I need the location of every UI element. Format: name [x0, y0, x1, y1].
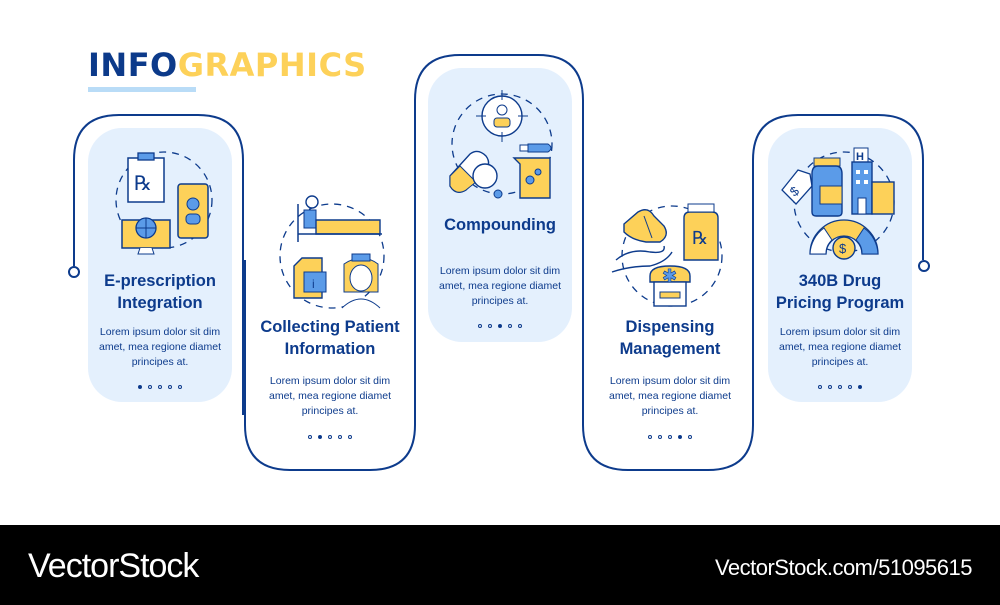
dot-active [498, 324, 502, 328]
dot-active [858, 385, 862, 389]
pagination-dots [428, 324, 572, 328]
dot [838, 385, 842, 389]
compounding-icon [449, 90, 553, 199]
svg-text:H: H [856, 151, 864, 163]
dot [178, 385, 182, 389]
step-heading: Compounding [444, 216, 556, 234]
image-reference: VectorStock.com/51095615 [714, 555, 973, 580]
dot [348, 435, 352, 439]
pagination-dots [258, 435, 402, 439]
dot-active [318, 435, 322, 439]
dot [828, 385, 832, 389]
end-node-icon [918, 260, 930, 272]
title-underline [88, 87, 196, 92]
pagination-dots [88, 385, 232, 389]
svg-text:$: $ [839, 241, 847, 256]
svg-text:℞: ℞ [134, 171, 152, 195]
dot [668, 435, 672, 439]
dot [158, 385, 162, 389]
dot [648, 435, 652, 439]
patient-information-icon: i [279, 195, 385, 309]
dot-active [678, 435, 682, 439]
brand-logo: VectorStock [28, 547, 199, 585]
dot [688, 435, 692, 439]
svg-text:i: i [312, 277, 315, 291]
dot-active [138, 385, 142, 389]
pagination-dots [598, 435, 742, 439]
svg-text:✱: ✱ [662, 266, 677, 286]
svg-text:℞: ℞ [692, 228, 708, 248]
dot [478, 324, 482, 328]
dot [308, 435, 312, 439]
watermark-footer: VectorStock VectorStock.com/51095615 [0, 525, 1000, 605]
dot [658, 435, 662, 439]
pagination-dots [768, 385, 912, 389]
drug-pricing-icon: $ H $ [781, 147, 895, 260]
dot [338, 435, 342, 439]
dot [518, 324, 522, 328]
start-node-icon [68, 266, 80, 278]
dot [508, 324, 512, 328]
dot [488, 324, 492, 328]
dot [168, 385, 172, 389]
dot [328, 435, 332, 439]
dot [148, 385, 152, 389]
e-prescription-icon: ℞ [115, 151, 213, 255]
dot [848, 385, 852, 389]
dispensing-icon: ℞ ✱ [611, 203, 723, 307]
dot [818, 385, 822, 389]
connector-frame [68, 54, 930, 471]
page-title: INFOGRAPHICS [88, 46, 367, 84]
